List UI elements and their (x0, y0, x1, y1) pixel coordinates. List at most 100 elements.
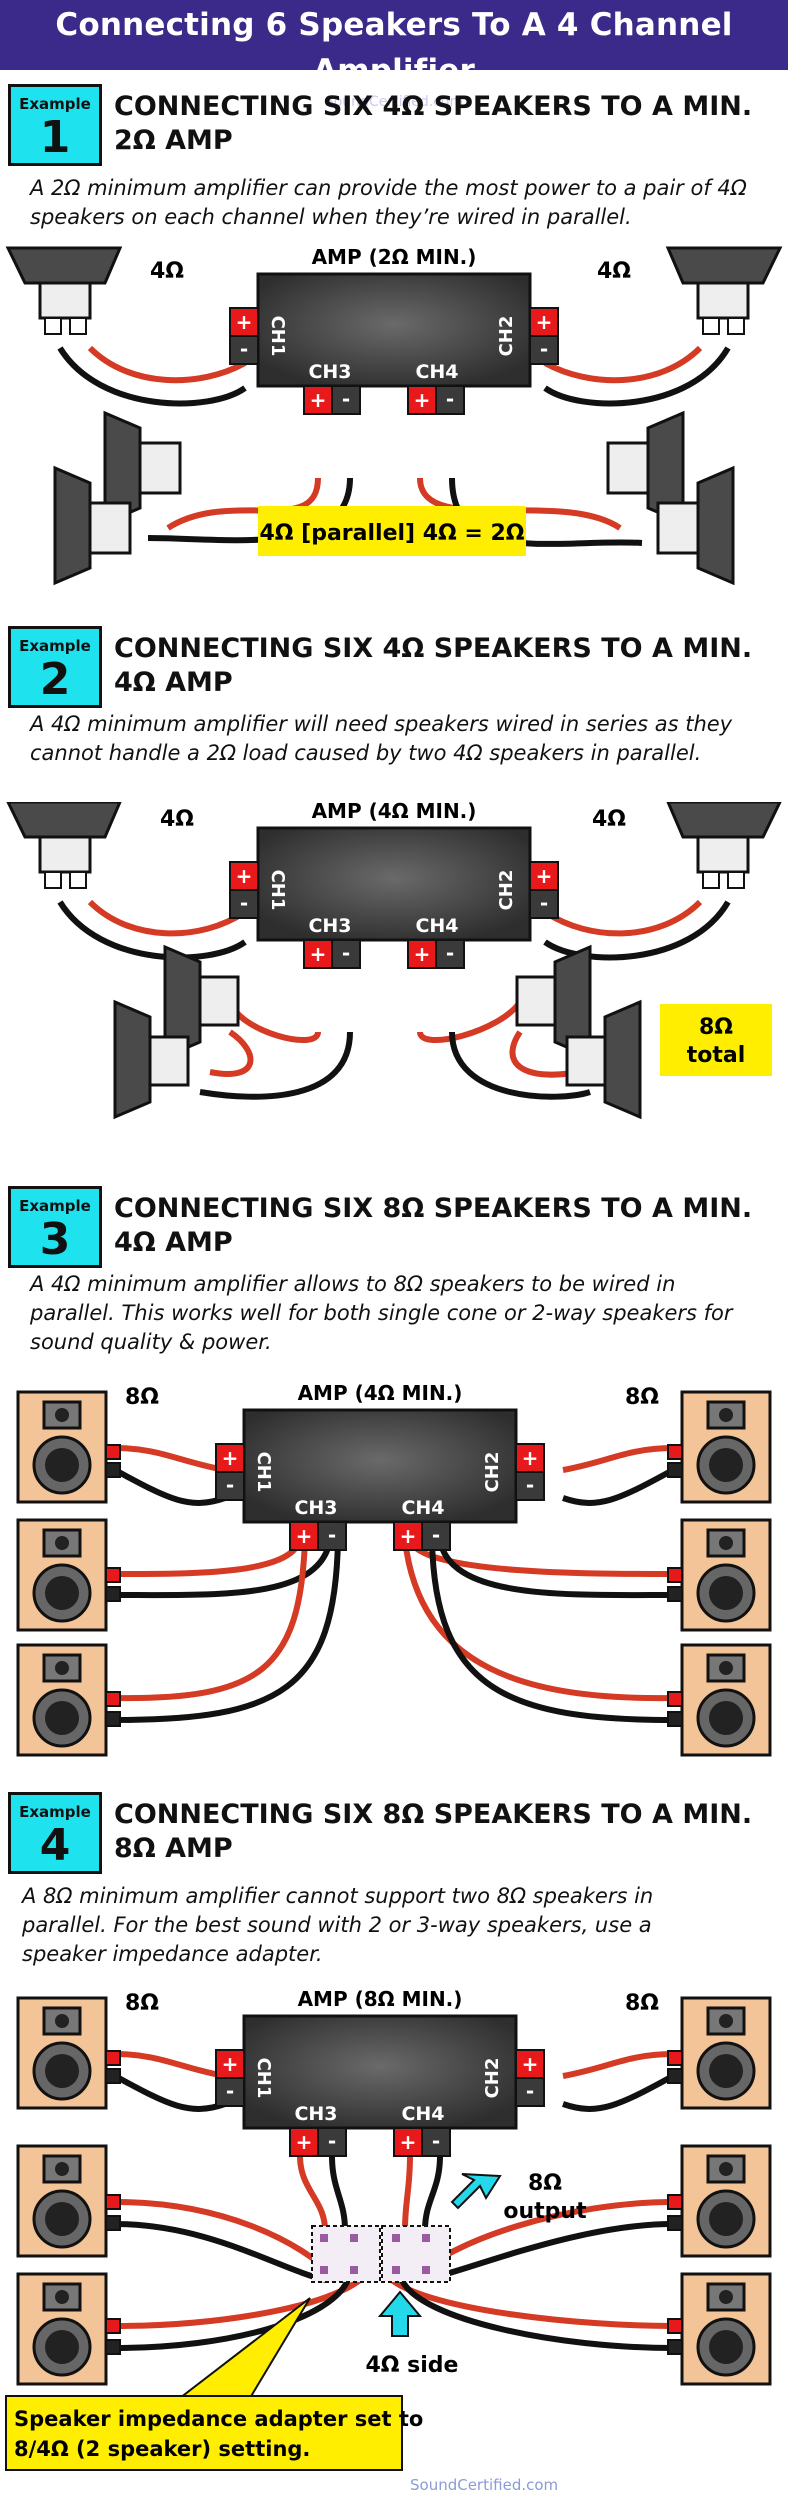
ch3-label: CH3 (294, 1497, 337, 1519)
svg-text:-: - (526, 2079, 534, 2103)
speaker-bottom-right-2 (656, 465, 735, 586)
amplifier: AMP (4Ω MIN.) + - + - CH1 CH2 CH3 CH4 + … (215, 1381, 545, 1551)
example-heading: CONNECTING SIX 4Ω SPEAKERS TO A MIN. 4Ω … (114, 633, 753, 698)
svg-text:+: + (400, 1524, 417, 1548)
note-box (258, 506, 526, 556)
note-text: 4Ω [parallel] 4Ω = 2Ω (259, 521, 524, 546)
speaker-top-right (666, 802, 782, 889)
wiring-diagram: 4Ω 4Ω AMP (2Ω MIN.) + - + - CH1 CH2 CH3 … (5, 245, 783, 586)
note-line-1: 8Ω (699, 1015, 733, 1040)
speaker-right-2 (667, 2144, 772, 2258)
speaker-right-3 (667, 2272, 772, 2386)
example-description: A 4Ω minimum amplifier will need speaker… (30, 712, 733, 765)
speaker-bottom-left-2 (53, 465, 132, 586)
speaker-top-left (6, 802, 122, 889)
left-impedance-label: 8Ω (125, 1385, 159, 1410)
wiring-diagram: 8Ω 8Ω AMP (8Ω MIN.) + - + - CH1 CH2 CH3 … (5, 1987, 772, 2471)
svg-text:-: - (342, 941, 350, 965)
speaker-left-2 (16, 1518, 121, 1632)
note-line-2: total (687, 1043, 746, 1068)
svg-text:+: + (296, 2130, 313, 2154)
svg-text:+: + (536, 310, 553, 334)
page-header: Connecting 6 Speakers To A 4 Channel Amp… (0, 0, 788, 110)
page-title: Connecting 6 Speakers To A 4 Channel Amp… (55, 7, 733, 89)
ch4-label: CH4 (415, 915, 458, 937)
site-name: SoundCertified.com (324, 94, 464, 110)
svg-text:-: - (342, 387, 350, 411)
amp-label: AMP (4Ω MIN.) (298, 1381, 463, 1405)
speaker-bottom-left-2 (113, 999, 190, 1120)
ch3-label: CH3 (308, 361, 351, 383)
svg-text:-: - (526, 1473, 534, 1497)
right-impedance-label: 8Ω (625, 1385, 659, 1410)
note-line-2: 8/4Ω (2 speaker) setting. (14, 2437, 310, 2461)
svg-text:+: + (236, 864, 253, 888)
example-badge: Example 3 (8, 1186, 102, 1268)
svg-text:-: - (240, 891, 248, 915)
ch3-label: CH3 (308, 915, 351, 937)
amp-label: AMP (2Ω MIN.) (312, 245, 477, 269)
svg-text:+: + (414, 388, 431, 412)
svg-text:+: + (522, 2052, 539, 2076)
output-arrow-icon (450, 2173, 502, 2210)
svg-text:-: - (226, 2079, 234, 2103)
svg-text:+: + (400, 2130, 417, 2154)
side-label: 4Ω side (366, 2353, 459, 2378)
speaker-right-1 (667, 1996, 772, 2110)
ch1-label: CH1 (267, 316, 288, 357)
example-badge: Example 1 (8, 84, 102, 166)
left-impedance-label: 4Ω (150, 259, 184, 284)
svg-text:-: - (432, 2129, 440, 2153)
amp-label: AMP (8Ω MIN.) (298, 1987, 463, 2011)
svg-text:-: - (328, 1523, 336, 1547)
ch2-label: CH2 (482, 2058, 503, 2099)
ch3-label: CH3 (294, 2103, 337, 2125)
example-heading: CONNECTING SIX 8Ω SPEAKERS TO A MIN. 4Ω … (114, 1193, 753, 1258)
svg-text:+: + (310, 388, 327, 412)
ch2-label: CH2 (496, 316, 517, 357)
svg-text:-: - (226, 1473, 234, 1497)
example-description: A 8Ω minimum amplifier cannot support tw… (22, 1884, 654, 1966)
speaker-bottom-right-1 (515, 944, 592, 1060)
speaker-left-1 (16, 1390, 121, 1504)
svg-text:-: - (540, 891, 548, 915)
ch4-label: CH4 (401, 2103, 444, 2125)
example-description: A 4Ω minimum amplifier allows to 8Ω spea… (30, 1272, 733, 1354)
right-impedance-label: 8Ω (625, 1991, 659, 2016)
svg-text:+: + (310, 942, 327, 966)
ch1-label: CH1 (267, 870, 288, 911)
svg-text:+: + (414, 942, 431, 966)
speaker-bottom-right-2 (565, 999, 642, 1120)
speaker-left-3 (16, 2272, 121, 2386)
right-impedance-label: 4Ω (597, 259, 631, 284)
svg-text:-: - (328, 2129, 336, 2153)
ch4-label: CH4 (401, 1497, 444, 1519)
svg-text:-: - (240, 337, 248, 361)
ch4-label: CH4 (415, 361, 458, 383)
note-box (5, 2395, 403, 2471)
impedance-adapter (311, 2225, 451, 2283)
left-impedance-label: 4Ω (160, 807, 194, 832)
amplifier: AMP (8Ω MIN.) + - + - CH1 CH2 CH3 CH4 + … (215, 1987, 545, 2157)
footer-site: SoundCertified.com (410, 2476, 559, 2494)
svg-text:+: + (236, 310, 253, 334)
svg-text:+: + (296, 1524, 313, 1548)
svg-text:+: + (522, 1446, 539, 1470)
note-line-1: Speaker impedance adapter set to (14, 2407, 423, 2431)
example-badge: Example 4 (8, 1792, 102, 1874)
svg-text:-: - (432, 1523, 440, 1547)
svg-text:+: + (222, 2052, 239, 2076)
left-impedance-label: 8Ω (125, 1991, 159, 2016)
speaker-top-left (5, 246, 123, 335)
speaker-right-1 (667, 1390, 772, 1504)
amplifier: AMP (2Ω MIN.) + - + - CH1 CH2 CH3 CH4 + … (229, 245, 559, 415)
ch2-label: CH2 (496, 870, 517, 911)
example-description: A 2Ω minimum amplifier can provide the m… (30, 176, 747, 229)
ch1-label: CH1 (253, 1452, 274, 1493)
speaker-left-1 (16, 1996, 121, 2110)
output-line-2: output (503, 2199, 587, 2224)
ch1-label: CH1 (253, 2058, 274, 2099)
side-arrow-icon (377, 2290, 423, 2337)
speaker-left-2 (16, 2144, 121, 2258)
speaker-bottom-right-1 (606, 410, 685, 526)
